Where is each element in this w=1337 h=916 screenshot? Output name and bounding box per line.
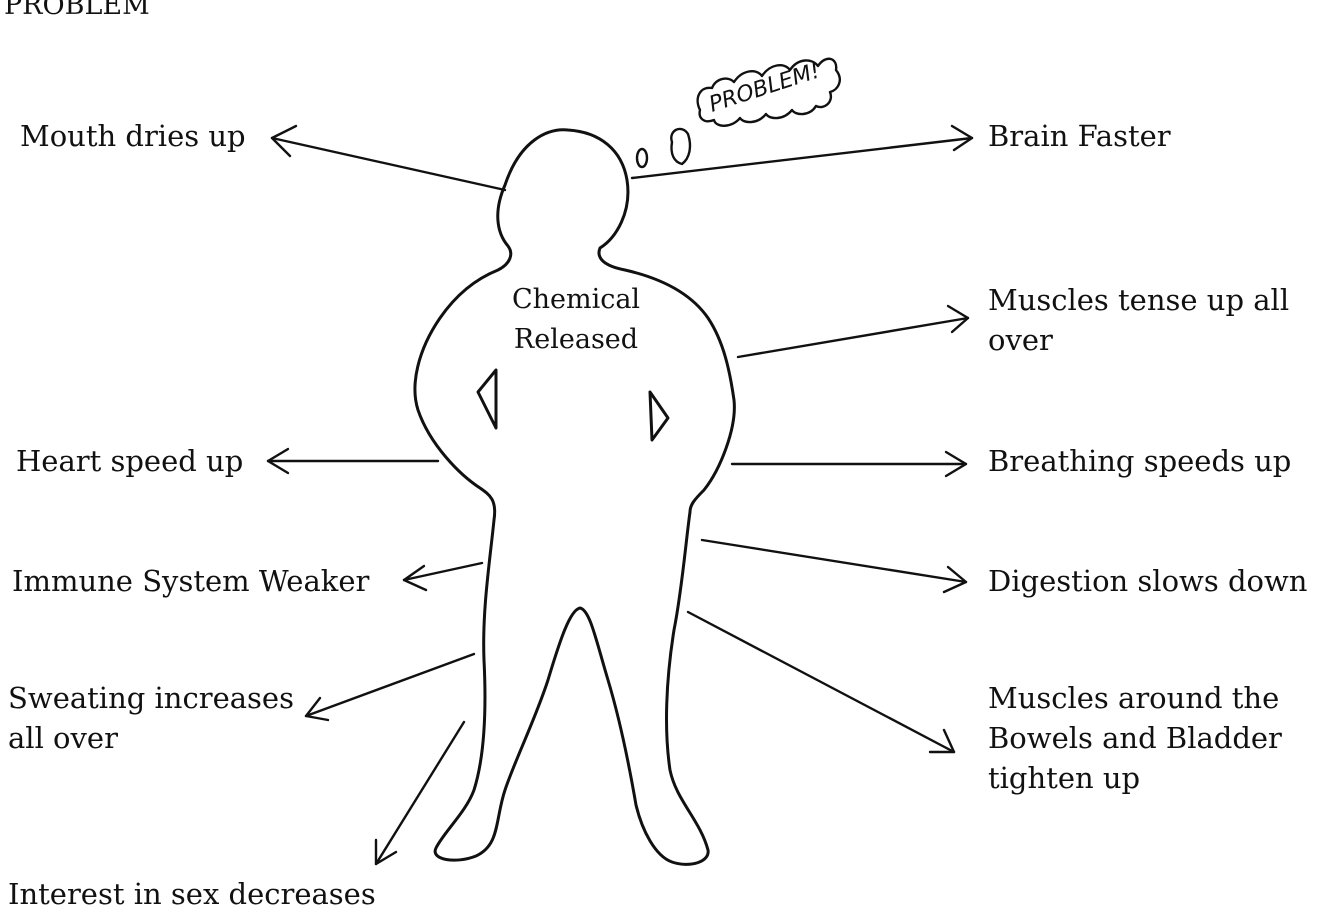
label-bowels: Muscles around the Bowels and Bladder ti… bbox=[988, 678, 1282, 798]
center-line-2: Released bbox=[496, 320, 656, 360]
label-muscles-tense: Muscles tense up all over bbox=[988, 280, 1289, 360]
arrow-sweating bbox=[306, 654, 474, 716]
arrow-bowels bbox=[688, 612, 954, 752]
label-sweating: Sweating increases all over bbox=[8, 678, 294, 758]
label-sweating-line-2: all over bbox=[8, 718, 294, 758]
thought-bubble-text: PROBLEM! bbox=[706, 58, 823, 117]
label-bowels-line-2: Bowels and Bladder bbox=[988, 718, 1282, 758]
chemical-released-label: Chemical Released bbox=[496, 280, 656, 360]
thought-dot-small bbox=[637, 149, 647, 167]
arrow-sex bbox=[376, 722, 464, 864]
label-bowels-line-1: Muscles around the bbox=[988, 678, 1282, 718]
label-bowels-line-3: tighten up bbox=[988, 758, 1282, 798]
label-immune: Immune System Weaker bbox=[12, 561, 369, 601]
label-brain: Brain Faster bbox=[988, 116, 1171, 156]
arrows bbox=[268, 126, 972, 864]
label-muscles-tense-line-2: over bbox=[988, 320, 1289, 360]
page-title: PROBLEM bbox=[4, 0, 150, 26]
arrow-digestion bbox=[702, 540, 966, 582]
arrow-muscles bbox=[738, 318, 968, 357]
label-heart: Heart speed up bbox=[16, 441, 243, 481]
label-digestion: Digestion slows down bbox=[988, 561, 1307, 601]
right-arm-gap bbox=[650, 392, 668, 440]
arrow-brain bbox=[632, 138, 972, 178]
label-mouth: Mouth dries up bbox=[20, 116, 246, 156]
label-sex: Interest in sex decreases bbox=[8, 874, 376, 914]
label-breathing: Breathing speeds up bbox=[988, 441, 1291, 481]
label-sweating-line-1: Sweating increases bbox=[8, 678, 294, 718]
label-muscles-tense-line-1: Muscles tense up all bbox=[988, 280, 1289, 320]
thought-dot-large bbox=[671, 129, 690, 164]
human-silhouette bbox=[415, 130, 734, 865]
arrow-mouth bbox=[272, 138, 505, 190]
center-line-1: Chemical bbox=[496, 280, 656, 320]
left-arm-gap bbox=[478, 370, 496, 428]
